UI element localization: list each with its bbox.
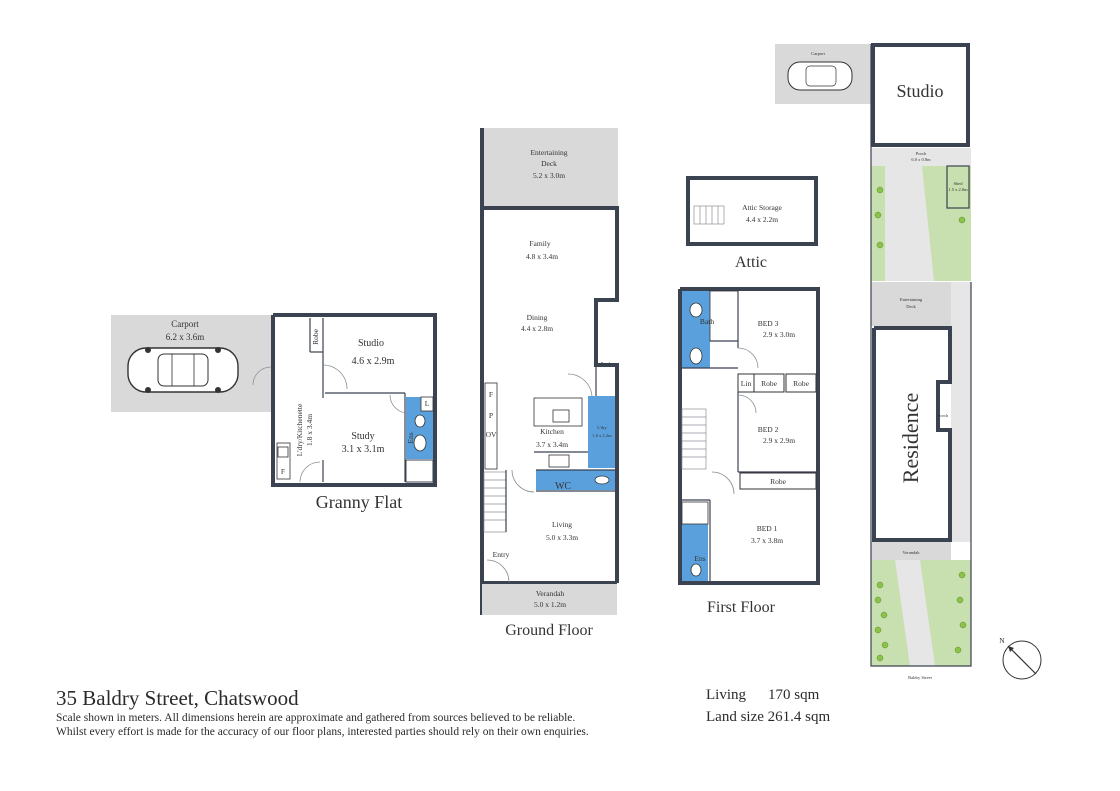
verandah-area	[482, 584, 617, 615]
family-name: Family	[529, 239, 551, 248]
ground-floor-title: Ground Floor	[505, 622, 593, 639]
verandah-dim: 5.0 x 1.2m	[534, 600, 566, 609]
attic-plan: Attic Storage 4.4 x 2.2m Attic	[686, 176, 818, 271]
wc-label: WC	[555, 481, 571, 492]
bed3-dim: 2.9 x 3.0m	[763, 330, 795, 339]
attic-storage-dim: 4.4 x 2.2m	[746, 215, 778, 224]
north-arrow-icon	[1002, 640, 1042, 680]
land-size-label: Land size	[706, 709, 764, 725]
porch-label: Porch	[601, 361, 612, 366]
kitchen-dim: 3.7 x 3.4m	[536, 440, 568, 449]
bed1-dim: 3.7 x 3.8m	[751, 536, 783, 545]
linen-label: Lin	[741, 379, 752, 388]
disclaimer: Scale shown in meters. All dimensions he…	[56, 711, 676, 739]
land-size-value: 261.4 sqm	[767, 709, 831, 725]
kitchen-name: Kitchen	[540, 427, 564, 436]
site-lawn-top	[871, 166, 885, 281]
granny-fridge-f: F	[281, 467, 285, 476]
attic-title: Attic	[735, 254, 767, 271]
granny-carport-dim: 6.2 x 3.6m	[166, 332, 205, 342]
granny-flat-plan: Carport 6.2 x 3.6m L Ens F Robe Studio 4…	[111, 313, 437, 512]
robe-c-label: Robe	[770, 477, 787, 486]
site-street-label: Baldry Street	[908, 675, 933, 680]
pantry-p: P	[489, 411, 493, 420]
robe-a-label: Robe	[761, 379, 778, 388]
site-deck-label2: Deck	[906, 304, 916, 309]
site-porch-side-label: Porch	[938, 413, 949, 418]
ground-stairs	[483, 471, 507, 533]
site-deck-label: Entertaining	[900, 297, 923, 302]
site-porch-top-dim: 6.0 x 0.8m	[911, 157, 931, 162]
site-verandah-label: Verandah	[903, 550, 921, 555]
north-label: N	[999, 636, 1005, 645]
ground-floor-plan: Entertaining Deck 5.2 x 3.0m Verandah 5.…	[480, 128, 619, 639]
site-lawn-top-right	[922, 166, 971, 281]
bed3-name: BED 3	[758, 319, 779, 328]
granny-laundry-l: L	[425, 399, 430, 408]
car-icon	[127, 347, 239, 393]
property-address: 35 Baldry Street, Chatswood	[56, 686, 299, 710]
entry-label: Entry	[493, 550, 510, 559]
dining-dim: 4.4 x 2.8m	[521, 324, 553, 333]
area-summary: Living 170 sqm Land size 261.4 sqm	[706, 684, 830, 728]
site-car-icon	[787, 61, 853, 91]
granny-flat-title: Granny Flat	[316, 492, 402, 512]
site-studio-label: Studio	[896, 81, 943, 101]
granny-studio-dim: 4.6 x 2.9m	[352, 356, 395, 367]
site-porch-top-label: Porch	[916, 151, 927, 156]
granny-study-name: Study	[351, 431, 374, 442]
verandah-name: Verandah	[536, 589, 565, 598]
laundry-dim: 1.6 x 2.2m	[592, 433, 612, 438]
robe-b-label: Robe	[793, 379, 810, 388]
fridge-f: F	[489, 390, 493, 399]
granny-kitchenette-name: L'dry/Kitchenette	[295, 403, 304, 456]
granny-kitchenette-dim: 1.8 x 3.4m	[305, 414, 314, 446]
bed2-name: BED 2	[758, 425, 779, 434]
dining-name: Dining	[527, 313, 548, 322]
site-deck-area	[871, 282, 951, 326]
bath-label: Bath	[700, 317, 714, 326]
entertaining-deck-area	[481, 128, 618, 208]
bed1-name: BED 1	[757, 524, 778, 533]
deck-name: Entertaining	[530, 148, 567, 157]
living-area-value: 170 sqm	[768, 687, 820, 703]
first-floor-title: First Floor	[707, 599, 776, 616]
living-name: Living	[552, 520, 572, 529]
disclaimer-line-2: Whilst every effort is made for the accu…	[56, 726, 589, 738]
site-plan: Carport Studio Porch 6.0 x 0.8m Shed 1.5…	[775, 43, 1042, 680]
site-shed-label: Shed	[954, 181, 964, 186]
attic-storage-name: Attic Storage	[742, 203, 782, 212]
first-floor-plan: Bath Lin Robe Robe Robe Ens BED 3	[678, 287, 820, 616]
oven-ov: OV	[486, 430, 497, 439]
granny-studio-name: Studio	[358, 338, 384, 349]
granny-ensuite-label: Ens	[406, 432, 415, 443]
laundry-name: L'dry	[597, 425, 607, 430]
granny-study-dim: 3.1 x 3.1m	[342, 444, 385, 455]
living-area-label: Living	[706, 687, 746, 703]
site-shed-dim: 1.5 x 2.0m	[948, 187, 968, 192]
bed2-dim: 2.9 x 2.9m	[763, 436, 795, 445]
deck-dim: 5.2 x 3.0m	[533, 171, 565, 180]
site-carport-label: Carport	[811, 51, 825, 56]
first-ensuite-label: Ens	[694, 554, 705, 563]
living-dim: 5.0 x 3.3m	[546, 533, 578, 542]
family-dim: 4.8 x 3.4m	[526, 252, 558, 261]
granny-robe: Robe	[311, 328, 320, 345]
wc-area	[536, 470, 615, 490]
site-residence-label: Residence	[898, 393, 923, 483]
disclaimer-line-1: Scale shown in meters. All dimensions he…	[56, 712, 576, 724]
laundry-area	[588, 396, 615, 468]
granny-carport-name: Carport	[171, 319, 199, 329]
deck-name2: Deck	[541, 159, 557, 168]
